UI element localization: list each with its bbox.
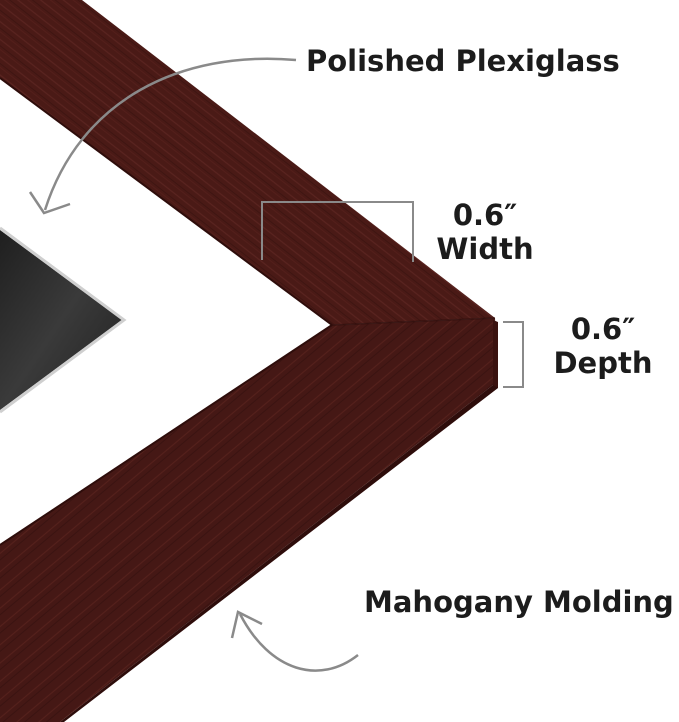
depth-label: Depth xyxy=(553,346,653,381)
frame-inner-edge-bottom xyxy=(0,324,333,546)
molding-arrow xyxy=(238,613,359,672)
width-bracket xyxy=(261,201,414,262)
molding-label: Mahogany Molding xyxy=(364,585,674,619)
frame-bottom-arm xyxy=(0,318,495,722)
white-mat xyxy=(0,78,332,545)
depth-annotation: 0.6″ Depth xyxy=(548,312,658,380)
width-value: 0.6″ xyxy=(452,198,518,232)
frame-inner-edge xyxy=(0,77,333,326)
width-annotation: 0.6″ Width xyxy=(430,198,540,266)
frame-mitre-line xyxy=(331,317,496,326)
artwork-edge xyxy=(0,226,127,414)
width-label: Width xyxy=(436,232,534,267)
plexiglass-arrow xyxy=(43,57,297,211)
depth-bracket xyxy=(503,321,524,388)
plexiglass-arrow-head xyxy=(28,191,71,215)
frame-top-arm xyxy=(0,0,495,325)
molding-arrow-head xyxy=(230,610,263,639)
artwork-photo xyxy=(0,230,122,410)
depth-value: 0.6″ xyxy=(570,312,636,346)
frame-side-edge xyxy=(493,320,498,388)
plexiglass-label: Polished Plexiglass xyxy=(306,44,620,78)
